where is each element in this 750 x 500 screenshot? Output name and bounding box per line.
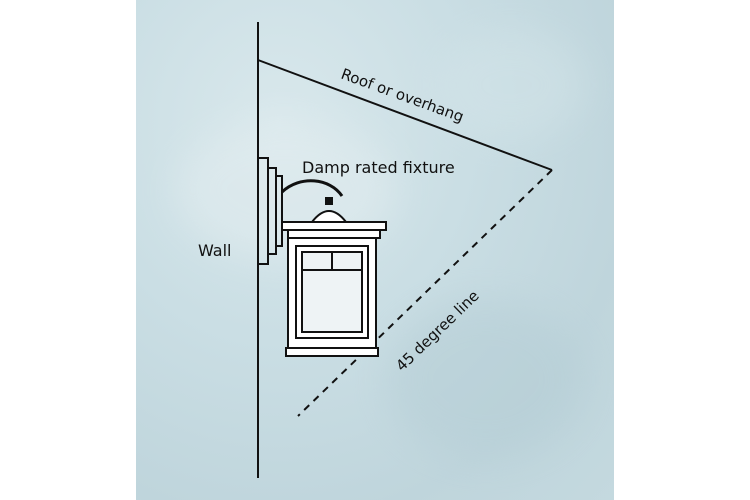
angle-line-label: 45 degree line bbox=[392, 287, 482, 375]
lantern-fixture bbox=[281, 221, 387, 357]
watercolor-background bbox=[136, 0, 614, 500]
fixture-arm bbox=[280, 179, 344, 197]
roof-line bbox=[257, 59, 553, 171]
roof-label: Roof or overhang bbox=[339, 65, 467, 126]
mounting-plate bbox=[257, 157, 283, 265]
wall-label: Wall bbox=[198, 241, 232, 260]
fixture-cap bbox=[309, 197, 349, 223]
angle-line bbox=[297, 169, 553, 417]
fixture-label: Damp rated fixture bbox=[302, 158, 455, 177]
